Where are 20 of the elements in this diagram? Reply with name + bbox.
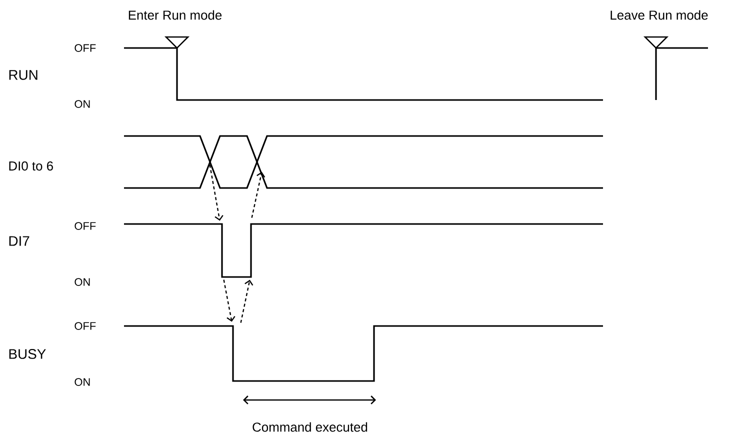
signal-name: DI7 (9, 236, 30, 246)
state-label: ON (74, 278, 90, 286)
signal-name: BUSY (9, 349, 46, 359)
dimension-label: Command executed (252, 422, 368, 432)
dotted-arrow (240, 280, 254, 323)
event-label: Leave Run mode (610, 10, 708, 20)
waveform (124, 325, 603, 382)
state-label: ON (74, 378, 90, 386)
dotted-arrow (209, 164, 224, 221)
state-label: OFF (74, 322, 96, 330)
waveform (124, 223, 603, 278)
state-label: ON (74, 100, 90, 108)
waveform (124, 135, 603, 189)
event-label: Enter Run mode (128, 10, 222, 20)
dotted-arrow (251, 172, 266, 218)
signal-name: DI0 to 6 (9, 161, 53, 171)
dotted-arrow (223, 280, 236, 322)
state-label: OFF (74, 44, 96, 52)
state-label: OFF (74, 222, 96, 230)
signal-name: RUN (9, 70, 38, 80)
